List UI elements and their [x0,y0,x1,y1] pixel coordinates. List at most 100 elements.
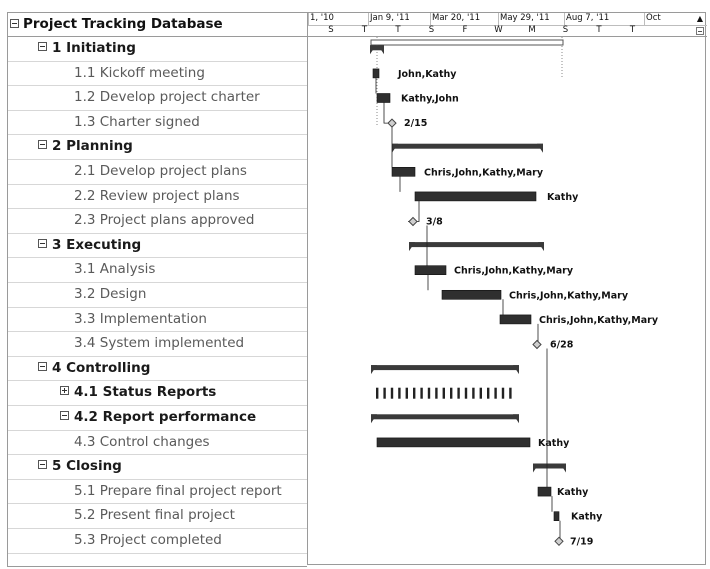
task-name: 3.2 Design [74,286,147,302]
collapse-minus-icon[interactable] [38,42,47,51]
task-row[interactable]: 1.1 Kickoff meeting [8,62,307,87]
timescale-day: S [562,25,569,35]
timescale-day: S [328,25,334,35]
status-report-tick [501,387,505,399]
collapse-all-toggle-icon[interactable] [10,19,19,28]
resource-label: 3/8 [426,217,443,228]
task-bar [537,486,552,497]
status-report-tick [479,387,482,399]
status-report-tick [405,387,408,399]
task-name: 1 Initiating [52,40,136,56]
resource-label: Chris,John,Kathy,Mary [539,315,659,326]
task-bar [414,265,447,275]
task-row[interactable]: 2.2 Review project plans [8,185,307,210]
timescale-date: Aug 7, '11 [566,13,610,23]
summary-bar-end [371,414,377,424]
task-row[interactable]: 4.2 Report performance [8,406,307,431]
task-name: 3.1 Analysis [74,261,156,278]
resource-label: Kathy,John [401,94,459,105]
timescale-divider [498,13,499,25]
resource-label: 6/28 [550,340,574,351]
task-name: 4.2 Report performance [74,409,257,425]
milestone-diamond [532,339,542,350]
resource-label: Kathy [571,512,603,523]
timescale-date: Mar 20, '11 [432,13,481,23]
resource-label: 2/15 [404,118,427,129]
task-name: 3.4 System implemented [74,335,245,352]
task-row[interactable]: 3.3 Implementation [8,308,307,333]
task-row[interactable]: 5.2 Present final project [8,504,307,529]
collapse-minus-icon[interactable] [38,140,47,150]
task-row[interactable]: 1.2 Develop project charter [8,86,307,111]
task-name: 3.3 Implementation [74,310,207,327]
milestone-diamond [408,216,418,227]
task-bar [553,511,560,522]
task-row[interactable]: 5 Closing [8,455,307,480]
timescale-date: Oct [646,13,661,23]
task-row[interactable]: 5.1 Prepare final project report [8,480,307,505]
resource-label: Kathy [538,438,570,449]
resource-label: Chris,John,Kathy,Mary [424,167,544,178]
status-report-tick [383,387,386,399]
task-row[interactable]: 3.4 System implemented [8,332,307,357]
task-name: 3 Executing [52,236,142,253]
table-header-row[interactable]: Project Tracking Database [8,13,307,37]
task-row[interactable]: 1.3 Charter signed [8,111,307,136]
task-row[interactable]: 3.1 Analysis [8,258,307,283]
scroll-box-icon[interactable] [696,27,704,35]
timescale-day: T [629,25,636,35]
summary-bar [371,414,519,420]
timescale-day: T [361,25,368,35]
project-summary-bar [370,39,564,46]
task-row[interactable]: 1 Initiating [8,37,307,62]
task-row[interactable]: 2.1 Develop project plans [8,160,307,185]
timescale-divider [564,13,565,25]
scroll-up-arrow-icon[interactable]: ▲ [696,14,704,23]
summary-bar-end [537,143,543,153]
summary-bar-end [378,45,384,55]
task-row[interactable]: 3.2 Design [8,283,307,308]
timescale-date: 1, '10 [310,13,334,23]
resource-label: Kathy [557,487,589,498]
task-row[interactable]: 2.3 Project plans approved [8,209,307,234]
status-report-tick [398,387,401,399]
milestone-diamond [387,118,397,128]
dependency-arrow [383,102,388,124]
summary-bar-end [513,365,519,375]
status-report-tick [487,387,490,399]
task-row[interactable]: 4.1 Status Reports [8,381,307,406]
collapse-minus-icon[interactable] [38,238,47,248]
task-row[interactable]: 4 Controlling [8,357,307,382]
task-row[interactable]: 2 Planning [8,135,307,160]
timescale-day: S [428,25,435,35]
task-bar [376,437,531,448]
task-bar [372,68,380,79]
status-report-tick [509,387,512,399]
collapse-minus-icon[interactable] [38,361,47,371]
task-row[interactable]: 5.3 Project completed [8,529,307,554]
collapse-minus-icon[interactable] [60,411,69,420]
task-name: 1.3 Charter signed [74,113,200,130]
resource-label: Chris,John,Kathy,Mary [509,290,629,301]
summary-bar [370,45,384,51]
status-report-tick [427,387,431,399]
resource-label: John,Kathy [397,69,457,80]
task-name: 4.1 Status Reports [74,384,217,401]
summary-bar-end [370,45,376,55]
task-name: 4.3 Control changes [74,433,210,450]
task-name: 5 Closing [52,458,122,475]
task-name: 2 Planning [52,138,133,155]
status-report-tick [390,387,394,399]
status-report-tick [464,387,468,399]
expand-plus-icon[interactable] [60,386,69,396]
resource-label: Chris,John,Kathy,Mary [454,266,574,277]
task-row[interactable]: 4.3 Control changes [8,431,307,456]
timescale-day: T [395,25,401,35]
collapse-minus-icon[interactable] [38,460,47,470]
task-row[interactable]: 3 Executing [8,234,307,259]
